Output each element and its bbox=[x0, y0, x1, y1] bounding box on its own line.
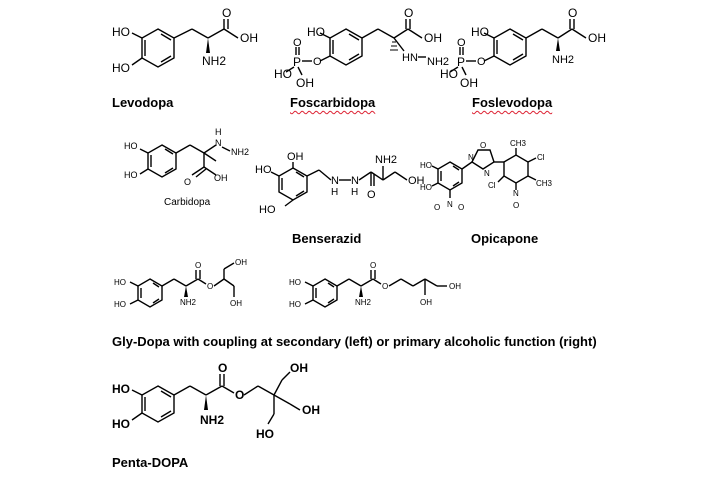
nitro-o-label: O bbox=[434, 203, 440, 212]
amine-label: NH2 bbox=[200, 413, 224, 427]
foscarbidopa-structure: HO O P O HO OH O OH HN NH2 bbox=[274, 6, 449, 90]
oxadiazole-o-label: O bbox=[480, 141, 486, 150]
hydroxyl-label: HO bbox=[114, 278, 126, 287]
amine-label: NH2 bbox=[427, 56, 449, 68]
hydroxyl-label: OH bbox=[296, 76, 314, 90]
hydroxyl-label: HO bbox=[420, 161, 432, 170]
hydroxyl-label: OH bbox=[449, 282, 461, 291]
hydroxyl-label: OH bbox=[420, 298, 432, 307]
amine-label: NH2 bbox=[355, 298, 372, 307]
hydroxyl-label: OH bbox=[235, 258, 247, 267]
hydroxyl-label: HO bbox=[255, 164, 272, 176]
ester-oxygen-label: O bbox=[235, 388, 244, 402]
nitro-n-label: N bbox=[447, 200, 453, 209]
chlorine-label: Cl bbox=[488, 181, 496, 190]
hydroxyl-label: HO bbox=[289, 278, 301, 287]
methyl-label: CH3 bbox=[536, 179, 553, 188]
hydrazine-label: HN bbox=[402, 52, 418, 64]
hydroxyl-label: HO bbox=[289, 300, 301, 309]
hydroxyl-label: HO bbox=[256, 427, 274, 441]
carbidopa-name: Carbidopa bbox=[164, 197, 211, 208]
amine-label: NH2 bbox=[552, 54, 574, 66]
foscarbidopa-name: Foscarbidopa bbox=[290, 95, 376, 110]
hydroxyl-label: OH bbox=[424, 31, 442, 45]
hydroxyl-label: OH bbox=[230, 299, 242, 308]
amine-label: NH2 bbox=[180, 298, 197, 307]
carbonyl-oxygen-label: O bbox=[195, 261, 201, 270]
foslevodopa-name: Foslevodopa bbox=[472, 95, 553, 110]
hydroxyl-label: OH bbox=[588, 31, 606, 45]
pyridine-n-oxide-n-label: N bbox=[513, 189, 519, 198]
ester-oxygen-label: O bbox=[207, 282, 213, 291]
hydroxyl-label: HO bbox=[112, 25, 130, 39]
carbonyl-oxygen-label: O bbox=[218, 361, 227, 375]
opicapone-structure: HO HO N O O O N N CH3 CH3 Cl Cl N O bbox=[420, 139, 553, 212]
hydroxyl-label: HO bbox=[471, 25, 489, 39]
hydroxyl-label: HO bbox=[112, 417, 130, 431]
hydroxyl-label: OH bbox=[460, 76, 478, 90]
hydroxyl-label: HO bbox=[112, 61, 130, 75]
hydroxyl-label: OH bbox=[214, 173, 228, 183]
hydroxyl-label: OH bbox=[408, 175, 425, 187]
hydroxyl-label: HO bbox=[307, 25, 325, 39]
carbonyl-oxygen-label: O bbox=[222, 6, 231, 20]
amine-label: NH2 bbox=[202, 54, 226, 68]
glydopa-primary-structure: HO HO O O NH2 OH OH bbox=[289, 261, 461, 309]
levodopa-name: Levodopa bbox=[112, 95, 174, 110]
ester-oxygen-label: O bbox=[477, 56, 486, 68]
hydroxyl-label: HO bbox=[124, 141, 138, 151]
carbonyl-oxygen-label: O bbox=[367, 189, 376, 201]
carbonyl-oxygen-label: O bbox=[184, 177, 191, 187]
hydroxyl-label: HO bbox=[112, 382, 130, 396]
hydrazine-n-label: N bbox=[215, 138, 222, 148]
opicapone-name: Opicapone bbox=[471, 231, 539, 246]
hydroxyl-label: OH bbox=[287, 151, 304, 163]
hydroxyl-label: OH bbox=[290, 361, 308, 375]
hydroxyl-label: OH bbox=[302, 403, 320, 417]
pyridine-n-oxide-o-label: O bbox=[513, 201, 519, 210]
methyl-label: CH3 bbox=[510, 139, 527, 148]
hydrazine-n-label: N bbox=[331, 175, 339, 187]
hydroxyl-label: HO bbox=[420, 183, 432, 192]
oxadiazole-n-label: N bbox=[468, 153, 474, 162]
phosphorus-label: P bbox=[457, 55, 465, 69]
hydroxyl-label: HO bbox=[259, 204, 276, 216]
amine-label: NH2 bbox=[375, 154, 397, 166]
phosphoryl-oxygen-label: O bbox=[457, 37, 466, 49]
hydroxyl-label: HO bbox=[274, 67, 292, 81]
ester-oxygen-label: O bbox=[382, 282, 388, 291]
hydroxyl-label: HO bbox=[114, 300, 126, 309]
benserazid-name: Benserazid bbox=[292, 231, 362, 246]
carbonyl-oxygen-label: O bbox=[370, 261, 376, 270]
phosphorus-label: P bbox=[293, 55, 301, 69]
glydopa-secondary-structure: HO HO O O NH2 OH OH bbox=[114, 258, 247, 309]
amine-label: NH2 bbox=[231, 147, 249, 157]
hydroxyl-label: HO bbox=[124, 170, 138, 180]
gly-dopa-caption: Gly-Dopa with coupling at secondary (lef… bbox=[112, 334, 597, 349]
levodopa-structure: HO HO O OH NH2 bbox=[112, 6, 258, 75]
hydrazine-h-label: H bbox=[351, 187, 358, 198]
carbonyl-oxygen-label: O bbox=[404, 6, 413, 20]
hydrazine-h-label: H bbox=[331, 187, 338, 198]
hydroxyl-label: OH bbox=[240, 31, 258, 45]
carbonyl-oxygen-label: O bbox=[568, 6, 577, 20]
ester-oxygen-label: O bbox=[313, 56, 322, 68]
carbidopa-structure: HO HO H N NH2 O OH bbox=[124, 127, 249, 187]
pentadopa-structure: HO HO O O NH2 OH OH HO bbox=[112, 361, 320, 441]
oxadiazole-n-label: N bbox=[484, 169, 490, 178]
hydrazine-n-label: N bbox=[351, 175, 359, 187]
chlorine-label: Cl bbox=[537, 153, 545, 162]
nitro-o-label: O bbox=[458, 203, 464, 212]
phosphoryl-oxygen-label: O bbox=[293, 37, 302, 49]
hydrazine-h-label: H bbox=[215, 127, 222, 137]
pentadopa-name: Penta-DOPA bbox=[112, 455, 189, 470]
foslevodopa-structure: HO O P O HO OH O OH NH2 bbox=[440, 6, 606, 90]
hydroxyl-label: HO bbox=[440, 67, 458, 81]
benserazid-structure: OH HO HO N H N H O NH2 OH bbox=[255, 151, 425, 216]
